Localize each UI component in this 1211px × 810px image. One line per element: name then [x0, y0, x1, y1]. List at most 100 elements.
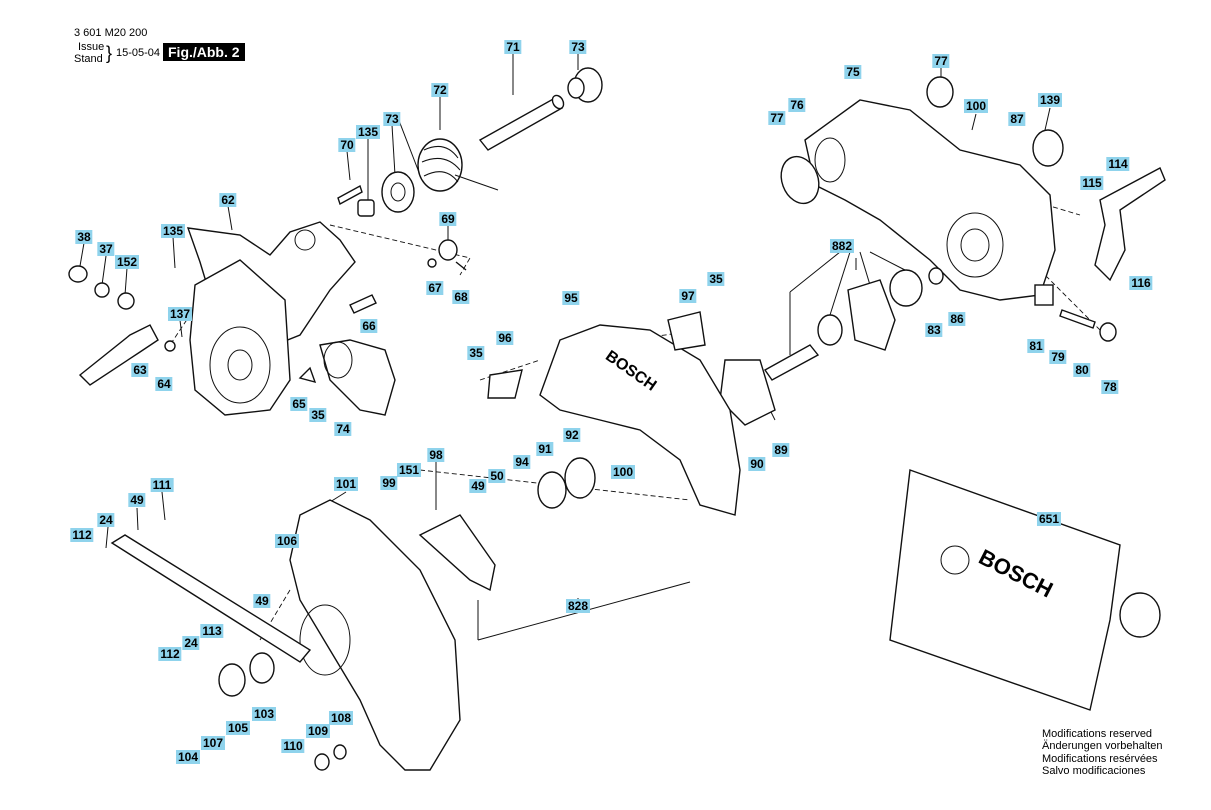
part-label: 97: [679, 289, 697, 303]
washer-part: [314, 753, 330, 771]
bearing-part: [817, 314, 843, 346]
part-label: 24: [97, 513, 115, 527]
part-label: 94: [513, 455, 531, 469]
motor-housing-part: [804, 99, 1056, 301]
part-label: 49: [128, 493, 146, 507]
gear-part: [889, 269, 923, 307]
part-label: 91: [536, 442, 554, 456]
part-label: 81: [1027, 339, 1045, 353]
part-label: 80: [1073, 363, 1091, 377]
part-label: 50: [488, 469, 506, 483]
part-label: 24: [182, 636, 200, 650]
part-label: 135: [160, 224, 186, 238]
part-label: 112: [158, 647, 182, 661]
part-label: 72: [431, 83, 449, 97]
doc-number: 3 601 M20 200: [74, 27, 148, 39]
flange-part: [537, 471, 567, 509]
part-label: 35: [309, 408, 327, 422]
lower-blade-guard-part: [289, 499, 461, 771]
washer-part: [117, 292, 135, 310]
part-label: 62: [219, 193, 237, 207]
cap-part: [1099, 322, 1117, 342]
pin-part: [1059, 309, 1096, 329]
part-label: 67: [426, 281, 444, 295]
part-label: 35: [707, 272, 725, 286]
flange-part: [564, 457, 596, 499]
screw-part: [337, 184, 363, 206]
part-label: 113: [200, 624, 224, 638]
cap-part: [438, 239, 458, 261]
plate-part: [487, 369, 523, 399]
spring-part: [249, 652, 275, 684]
plate-part: [667, 311, 706, 351]
part-label: 86: [948, 312, 966, 326]
part-label: 78: [1101, 380, 1119, 394]
part-label: 112: [70, 528, 94, 542]
part-label: 101: [333, 477, 359, 491]
notice-line: Modifications reserved: [1042, 728, 1153, 740]
modifications-notice: Modifications reserved Änderungen vorbeh…: [1042, 728, 1162, 778]
bushing-part: [567, 67, 603, 103]
bracket-part: [418, 514, 496, 592]
bushing-part: [333, 744, 347, 760]
clip-part: [298, 366, 317, 384]
bearing-part: [381, 171, 415, 213]
part-label: 65: [290, 397, 308, 411]
figure-label: Fig./Abb. 2: [163, 43, 245, 61]
part-label: 73: [383, 112, 401, 126]
notice-line: Modifications resérvées: [1042, 752, 1158, 765]
part-label: 74: [334, 422, 352, 436]
stand-label: Stand: [74, 53, 103, 65]
brace: }: [106, 43, 113, 63]
part-label: 76: [788, 98, 806, 112]
shaft-part: [763, 344, 820, 381]
part-label: 89: [772, 443, 790, 457]
label-plate-part: [889, 469, 1121, 711]
washer-part: [94, 282, 110, 298]
part-label: 73: [569, 40, 587, 54]
notice-line: Salvo modificaciones: [1042, 765, 1146, 778]
part-label: 90: [748, 457, 766, 471]
issue-date: 15-05-04: [116, 47, 161, 59]
part-label: 109: [305, 724, 331, 738]
part-label: 116: [1129, 276, 1153, 290]
issue-label: Issue: [78, 41, 105, 53]
part-label: 651: [1036, 512, 1062, 526]
gasket-part: [1032, 129, 1064, 167]
part-label: 137: [167, 307, 193, 321]
part-label: 49: [469, 479, 487, 493]
lever-part: [1094, 167, 1166, 282]
part-label: 104: [175, 750, 201, 764]
part-label: 77: [932, 54, 950, 68]
pin-part: [455, 261, 467, 271]
part-label: 38: [75, 230, 93, 244]
part-label: 68: [452, 290, 470, 304]
plate-part: [926, 76, 954, 108]
part-label: 106: [274, 534, 300, 548]
flange-part: [847, 279, 896, 351]
nozzle-part: [1119, 592, 1161, 638]
part-label: 108: [328, 711, 354, 725]
part-label: 115: [1080, 176, 1104, 190]
part-label: 98: [427, 448, 445, 462]
part-label: 152: [114, 255, 140, 269]
bushing-part: [928, 267, 944, 285]
pin-part: [349, 294, 377, 314]
housing-part: [189, 259, 291, 416]
shaft-part: [478, 94, 565, 151]
part-label: 139: [1037, 93, 1063, 107]
nut-part: [68, 265, 88, 283]
part-label: 37: [97, 242, 115, 256]
part-label: 110: [281, 739, 305, 753]
part-label: 103: [251, 707, 277, 721]
part-label: 135: [355, 125, 381, 139]
part-label: 99: [380, 476, 398, 490]
part-label: 49: [253, 594, 271, 608]
spring-part: [1034, 284, 1054, 306]
spring-part: [397, 117, 499, 192]
part-label: 151: [396, 463, 422, 477]
part-label: 96: [496, 331, 514, 345]
part-label: 87: [1008, 112, 1026, 126]
part-label: 69: [439, 212, 457, 226]
part-label: 92: [563, 428, 581, 442]
